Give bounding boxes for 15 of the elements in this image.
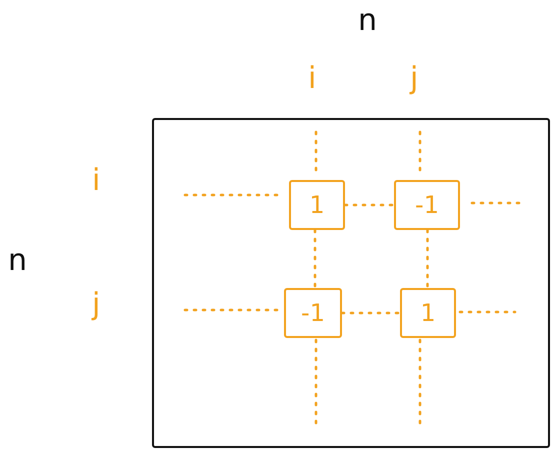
index-label: i	[308, 64, 316, 94]
dotted-connector	[340, 312, 402, 314]
dotted-connector	[344, 204, 396, 206]
dotted-connector	[314, 228, 316, 290]
matrix-entry: -1	[394, 180, 460, 230]
matrix-entry: 1	[289, 180, 345, 230]
index-label: j	[92, 290, 100, 320]
index-label: j	[410, 64, 418, 94]
matrix-outline	[152, 118, 550, 448]
matrix-size-label: n	[8, 246, 28, 276]
index-label: i	[92, 166, 100, 196]
dotted-connector	[426, 228, 429, 290]
matrix-entry: -1	[284, 288, 342, 338]
matrix-size-label: n	[358, 6, 378, 36]
matrix-entry: 1	[400, 288, 456, 338]
